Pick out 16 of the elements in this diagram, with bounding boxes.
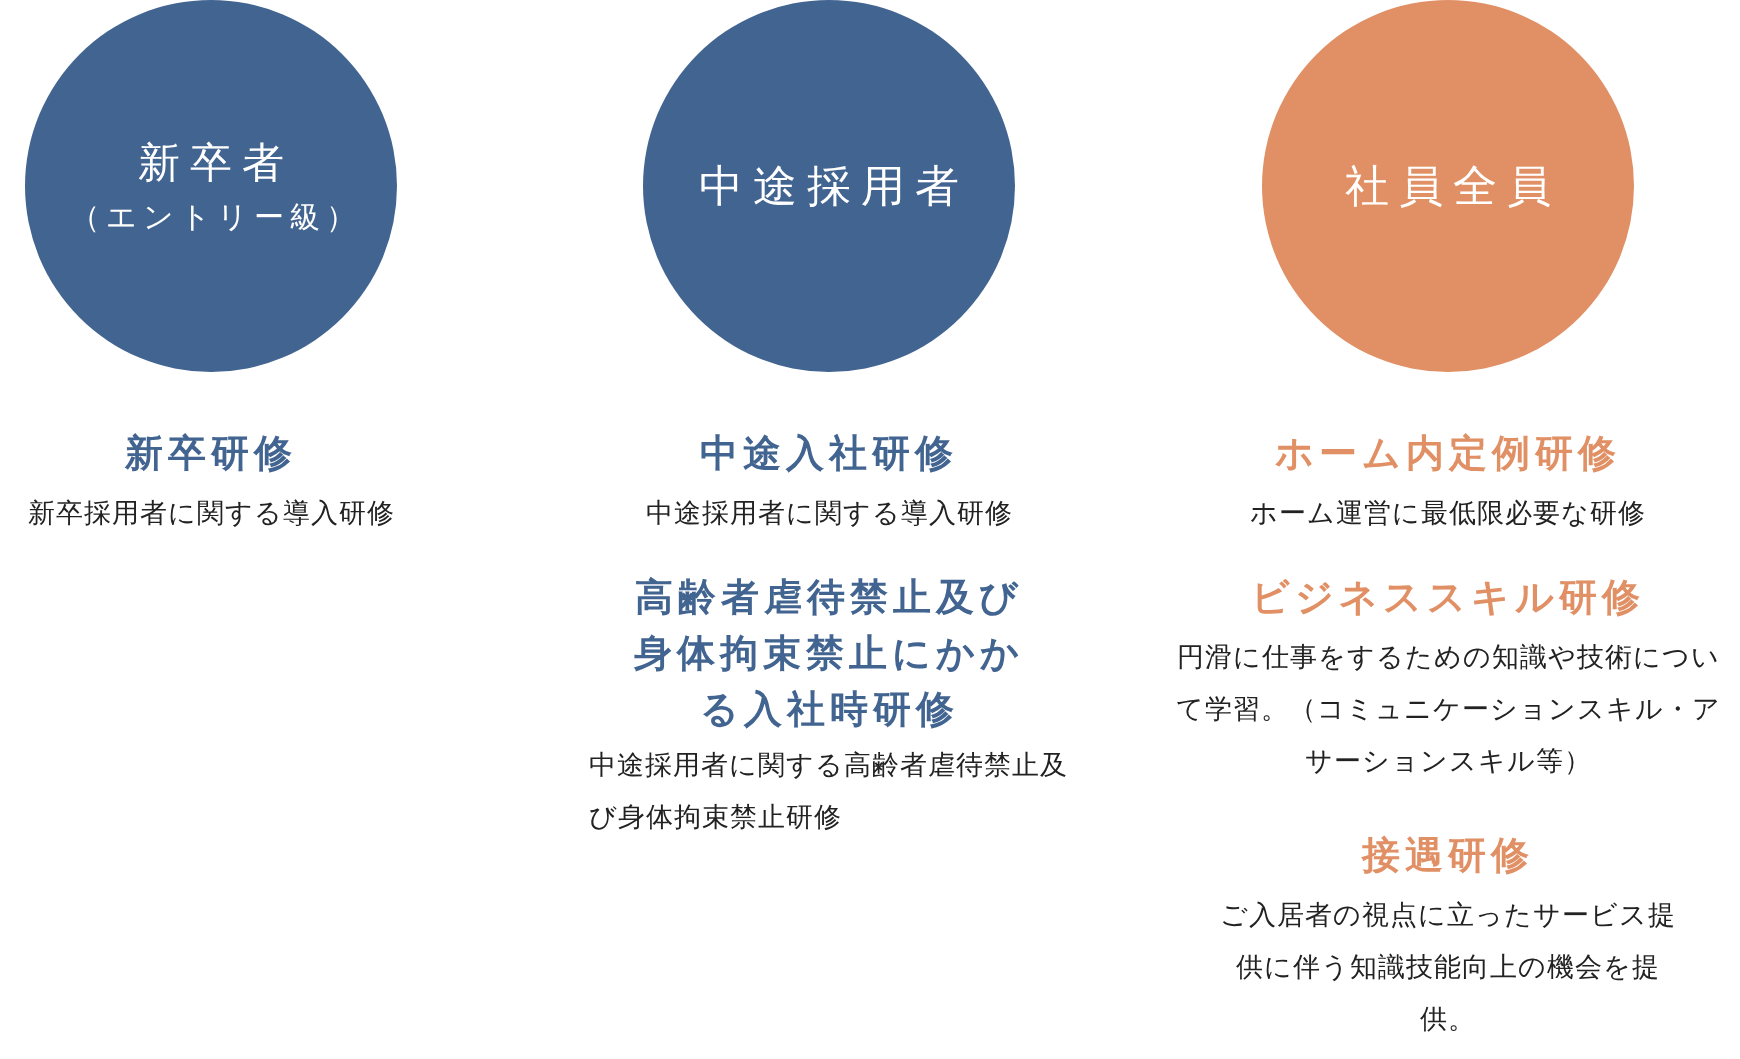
course-title: 高齢者虐待禁止及び身体拘束禁止にかかる入社時研修 (633, 574, 1025, 733)
course-title: 中途入社研修 (699, 430, 959, 477)
circle-title: 中途採用者 (698, 159, 969, 214)
course-description: 中途採用者に関する導入研修 (644, 496, 1014, 530)
course-description: ホーム運営に最低限必要な研修 (1249, 496, 1647, 530)
course-description: 中途採用者に関する高齢者虐待禁止及び身体拘束禁止研修 (589, 748, 1069, 834)
course-description: 円滑に仕事をするための知識や技術について学習。（コミュニケーションスキル・アサーションスキル等） (1174, 640, 1722, 778)
circle-title: 社員全員 (1344, 159, 1561, 214)
course-title: ビジネススキル研修 (1250, 574, 1646, 621)
course-description: 新卒採用者に関する導入研修 (26, 496, 396, 530)
course-title: 新卒研修 (124, 430, 298, 477)
circle-title: 新卒者 (137, 137, 294, 190)
course-description: ご入居者の視点に立ったサービス提供に伴う知識技能向上の機会を提供。 (1219, 898, 1677, 1036)
circle-subtitle: （エントリー級） (69, 197, 362, 236)
course-title: ホーム内定例研修 (1274, 430, 1622, 477)
course-title: 接遇研修 (1360, 832, 1535, 879)
